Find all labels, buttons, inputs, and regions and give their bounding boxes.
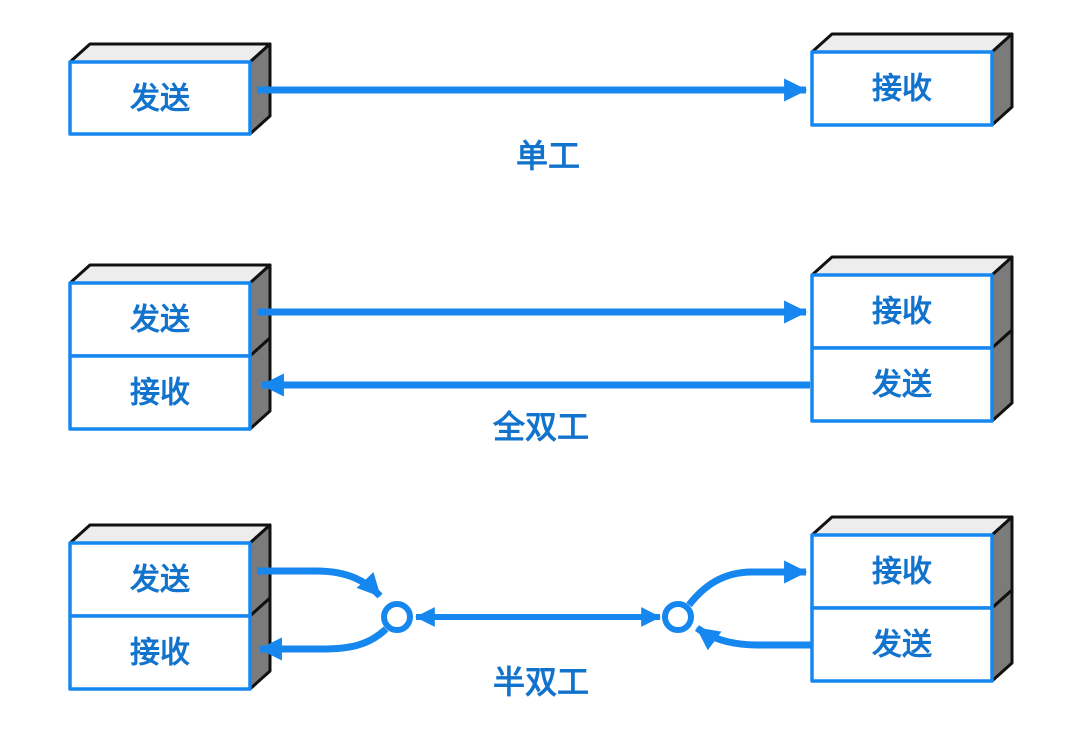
box-front-face: [68, 60, 252, 136]
section-label-simplex: 单工: [516, 137, 580, 175]
unit-label-send: 发送: [871, 628, 932, 663]
box-front-face: [810, 50, 994, 127]
simplex-right-device: 接收: [810, 32, 1014, 127]
unit-label-send: 发送: [871, 368, 932, 403]
box-front-face: [810, 533, 994, 610]
full-duplex-section: 发送 接收 接收 发送 全双工: [68, 255, 1014, 446]
box-side-face: [990, 328, 1014, 423]
unit-label-send: 发送: [129, 82, 190, 117]
box-front-face: [68, 354, 252, 431]
unit-label-receive: 接收: [130, 376, 190, 411]
box-top-face: [68, 42, 272, 64]
section-label-half-duplex: 半双工: [493, 663, 589, 701]
half-duplex-section: 发送 接收 接收 发送 半双工: [68, 515, 1014, 701]
box-top-face: [68, 523, 272, 545]
unit-label-send: 发送: [129, 303, 190, 338]
half-duplex-left-send-curve: [257, 567, 383, 599]
half-duplex-right-receive-curve: [686, 560, 808, 608]
unit-label-receive: 接收: [872, 72, 932, 107]
unit-label-send: 发送: [129, 563, 190, 598]
simplex-left-device: 发送: [68, 42, 272, 136]
half-duplex-right-device: 接收 发送: [810, 515, 1014, 683]
box-side-face: [990, 32, 1014, 127]
unit-label-receive: 接收: [872, 555, 932, 590]
half-duplex-left-receive-curve: [258, 626, 389, 661]
box-side-face: [248, 596, 272, 691]
unit-label-receive: 接收: [872, 295, 932, 330]
section-label-full-duplex: 全双工: [492, 408, 589, 446]
box-front-face: [810, 346, 994, 423]
simplex-section: 发送 接收 单工: [68, 32, 1014, 175]
box-side-face: [990, 588, 1014, 683]
half-duplex-left-device: 发送 接收: [68, 523, 272, 691]
box-top-face: [810, 255, 1014, 277]
half-duplex-junction-right: [662, 601, 694, 633]
half-duplex-junction-left: [381, 601, 413, 633]
box-top-face: [810, 515, 1014, 537]
box-front-face: [68, 614, 252, 691]
full-duplex-left-device: 发送 接收: [68, 263, 272, 431]
box-top-face: [810, 32, 1014, 54]
full-duplex-right-device: 接收 发送: [810, 255, 1014, 423]
unit-label-receive: 接收: [130, 636, 190, 671]
half-duplex-right-send-curve: [694, 625, 812, 651]
box-top-face: [68, 263, 272, 285]
box-front-face: [810, 273, 994, 350]
